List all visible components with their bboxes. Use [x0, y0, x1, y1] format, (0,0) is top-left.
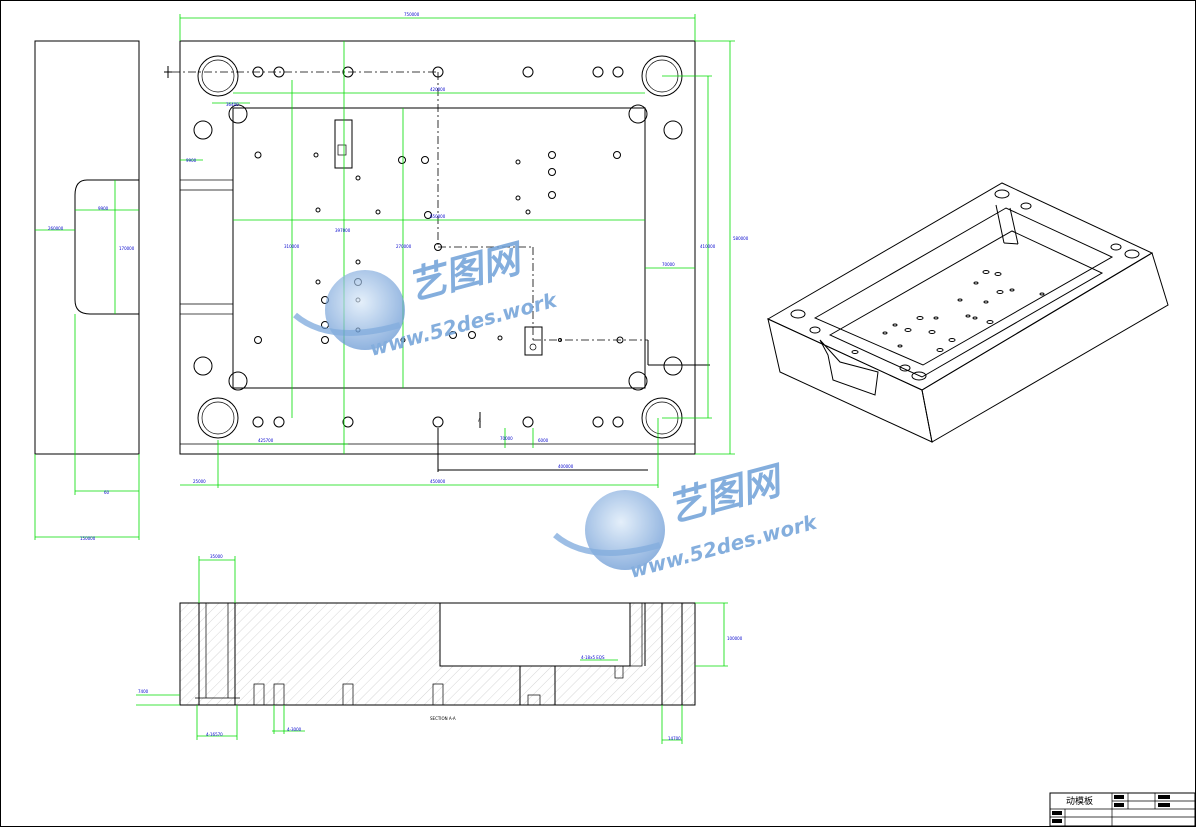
- section-label: SECTION A-A: [430, 716, 456, 721]
- dim-sec-top: 35000: [210, 554, 223, 559]
- dim-sec-right: 14700: [668, 736, 681, 741]
- dim-r2: 6000: [538, 438, 549, 443]
- dim-side-left: 260000: [48, 226, 64, 231]
- section-view: 35000 100000 7400 4-16570 4-3000 4-18x5 …: [136, 412, 743, 744]
- watermark-brand-1: 艺图网: [403, 235, 529, 308]
- dim-ref2-plan: 9900: [186, 158, 197, 163]
- dim-x1: 425700: [258, 438, 274, 443]
- dim-spacing: 397000: [335, 228, 351, 233]
- dim-side-width: 150000: [80, 536, 96, 541]
- part-name: 动模板: [1066, 795, 1093, 807]
- dim-holes1: 4-16570: [206, 732, 223, 737]
- dim-bot1: 25000: [193, 479, 206, 484]
- dim-bot2: 450000: [430, 479, 446, 484]
- isometric-view: [766, 182, 1169, 443]
- dim-cavity-depth: 170000: [119, 246, 135, 251]
- dim-overall-width: 750000: [404, 12, 420, 17]
- dim-h1: 580000: [733, 236, 749, 241]
- dim-holes2: 4-3000: [287, 727, 302, 732]
- label-a: A: [478, 418, 481, 423]
- dim-bot3: 400000: [558, 464, 574, 469]
- dim-sec-h: 100000: [727, 636, 743, 641]
- dim-h4: 270000: [396, 244, 412, 249]
- side-view: 150000 60 260000 9900 170000: [34, 40, 140, 541]
- dim-650: 650000: [430, 214, 446, 219]
- dim-ref1: 36400: [226, 102, 239, 107]
- dim-ref-right: 70000: [662, 262, 675, 267]
- dim-420: 420000: [430, 87, 446, 92]
- dim-h2: 410000: [700, 244, 716, 249]
- dim-holes3: 4-18x5 EQS: [581, 655, 605, 660]
- dim-r1: 70000: [500, 436, 513, 441]
- dim-side-bottom: 60: [104, 490, 110, 495]
- dim-ref2: 9900: [98, 206, 109, 211]
- watermark-logo-1: 艺图网 www.52des.work: [293, 235, 561, 361]
- plan-view: 750000 580000 410000 70000 650000 420000…: [164, 12, 749, 488]
- watermark-logo-2: 艺图网 www.52des.work: [553, 457, 821, 583]
- title-block: 动模板: [1049, 792, 1196, 827]
- watermark-brand-2: 艺图网: [663, 457, 789, 530]
- dim-h3: 310000: [284, 244, 300, 249]
- dim-sec-left: 7400: [138, 689, 149, 694]
